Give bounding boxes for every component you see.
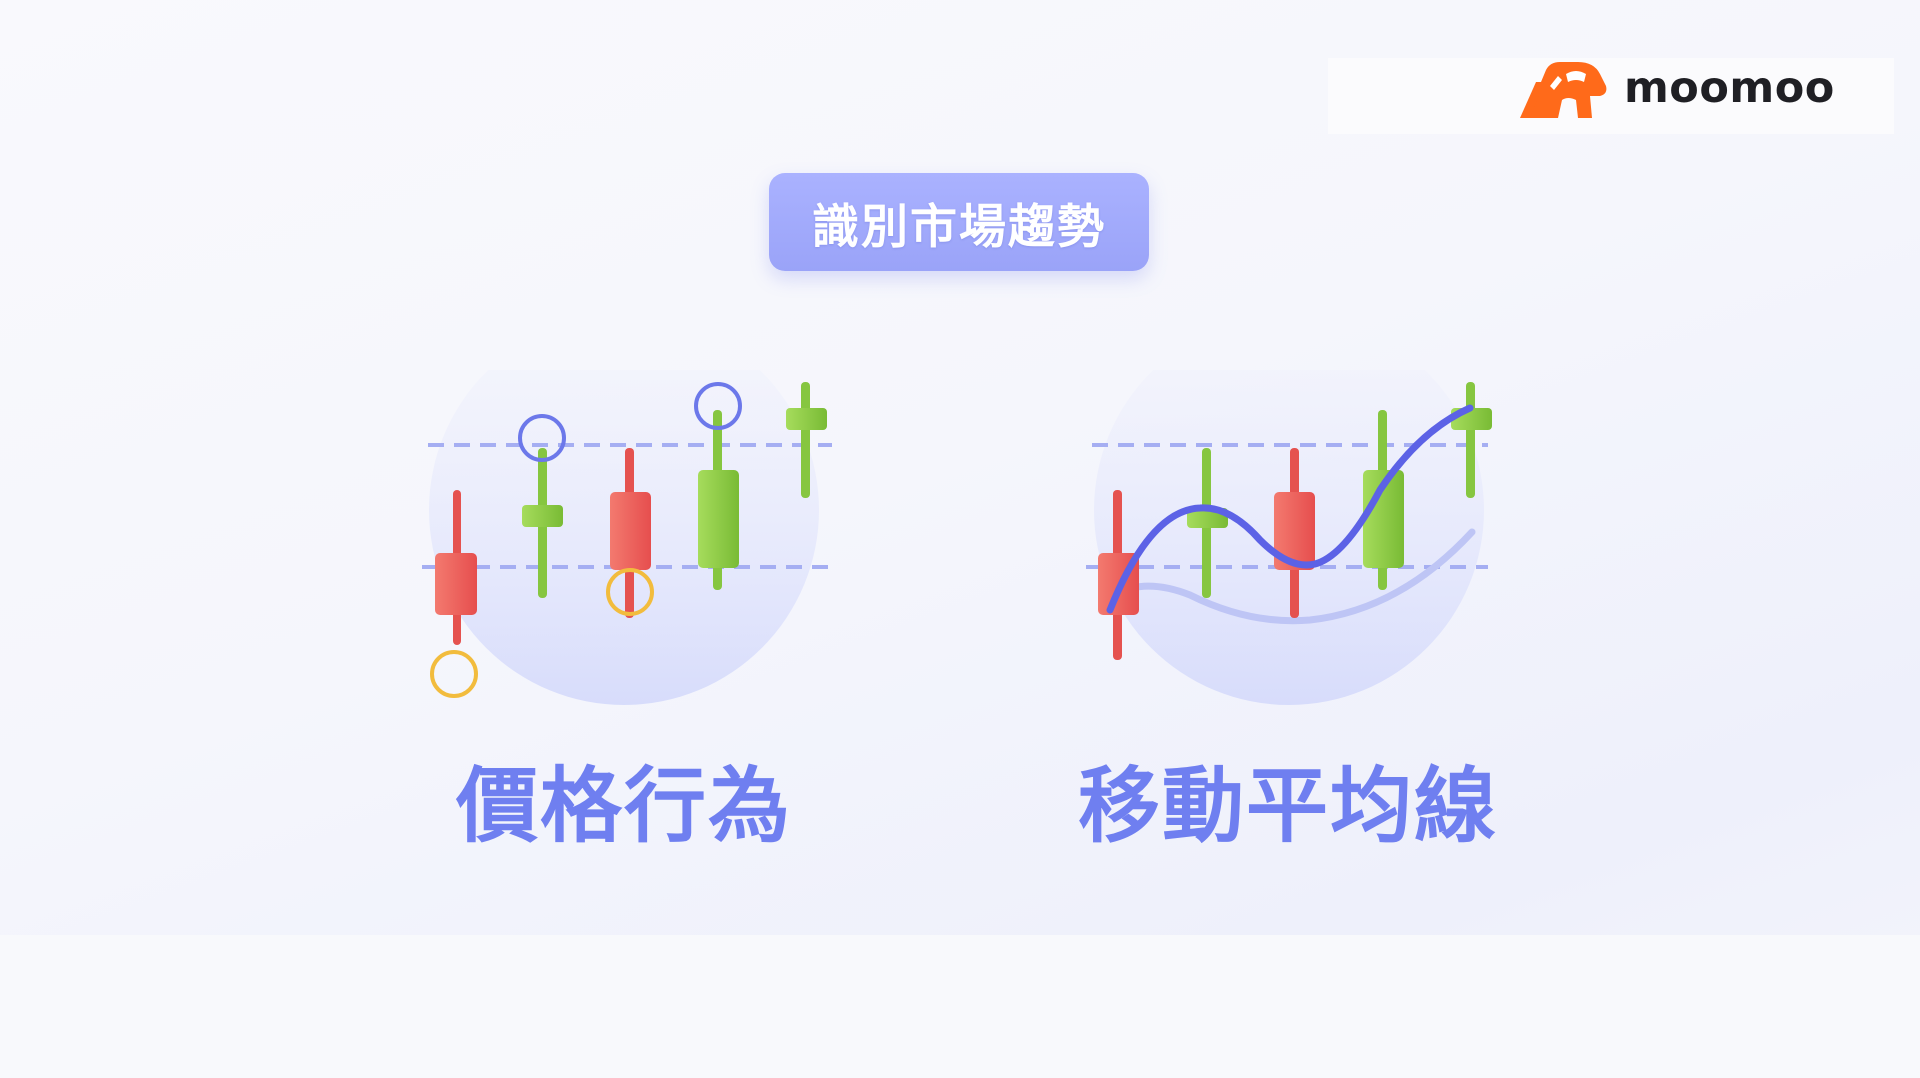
candle-bullish: [786, 382, 827, 498]
candle-bullish: [698, 410, 739, 590]
title-badge: 識別市場趨勢: [769, 173, 1149, 271]
brand-name: moomoo: [1624, 63, 1835, 113]
low-marker: [606, 568, 654, 616]
candle-bullish: [522, 448, 563, 598]
high-marker: [694, 382, 742, 430]
candle-bearish: [610, 448, 651, 618]
low-marker: [430, 650, 478, 698]
high-marker: [518, 414, 566, 462]
caption-moving-average: 移動平均線: [1077, 758, 1498, 854]
price-action-illustration: [422, 370, 832, 705]
moomoo-bull-icon: [1520, 62, 1607, 118]
caption-price-action: 價格行為: [455, 758, 792, 854]
moving-average-illustration: [1086, 370, 1492, 705]
moving-average-line: [1106, 404, 1474, 614]
bottom-band: [0, 935, 1920, 1078]
long-moving-average-line: [1100, 528, 1476, 625]
candle-bearish: [435, 490, 477, 645]
logo-panel: [1328, 58, 1894, 134]
candle-bearish: [1274, 448, 1315, 618]
brand-logo: moomoo: [1520, 56, 1835, 120]
candle-bullish: [1363, 410, 1404, 590]
